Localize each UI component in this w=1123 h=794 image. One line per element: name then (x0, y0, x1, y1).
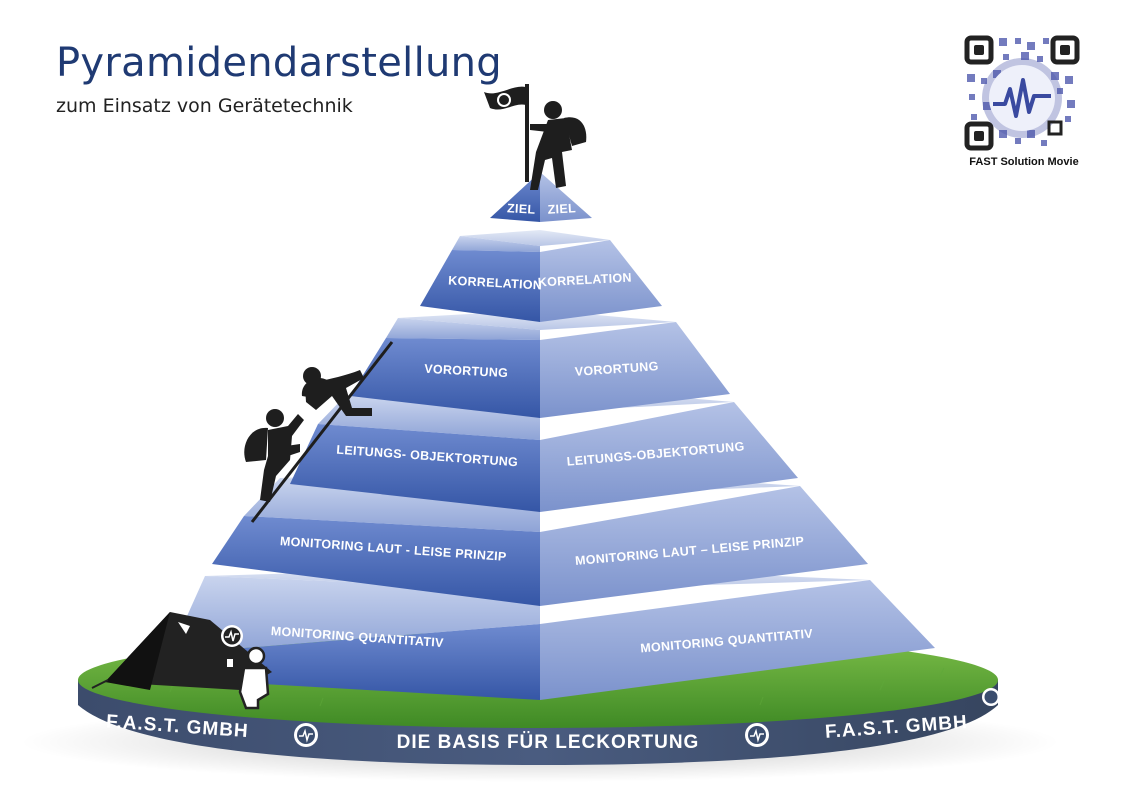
climbers-icon (244, 341, 394, 523)
level-1-right-label: ZIEL (547, 201, 576, 216)
summit-climber-icon (484, 84, 587, 190)
pyramid-level-3 (350, 310, 730, 418)
level-2-right-label: KORRELATION (537, 271, 632, 290)
worker-icon (225, 646, 270, 710)
qr-code[interactable] (963, 34, 1081, 157)
logo-icon (982, 688, 1000, 706)
page-title: Pyramidendarstellung (56, 40, 502, 86)
logo-icon (294, 723, 318, 747)
pyramid-level-2 (420, 230, 662, 322)
pyramid-level-1 (490, 172, 592, 222)
level-3-left-label: VORORTUNG (424, 362, 509, 380)
level-2-left-label: KORRELATION (448, 274, 543, 293)
level-1-left-label: ZIEL (507, 201, 536, 216)
tent-icon (91, 612, 272, 690)
qr-code-image (963, 34, 1081, 152)
qr-caption: FAST Solution Movie (969, 156, 1079, 168)
page-subtitle: zum Einsatz von Gerätetechnik (56, 95, 353, 117)
pyramid-level-4 (290, 386, 798, 512)
base-center-label: DIE BASIS FÜR LECKORTUNG (397, 732, 700, 753)
logo-icon (745, 723, 769, 747)
level-3-right-label: VORORTUNG (574, 359, 659, 379)
